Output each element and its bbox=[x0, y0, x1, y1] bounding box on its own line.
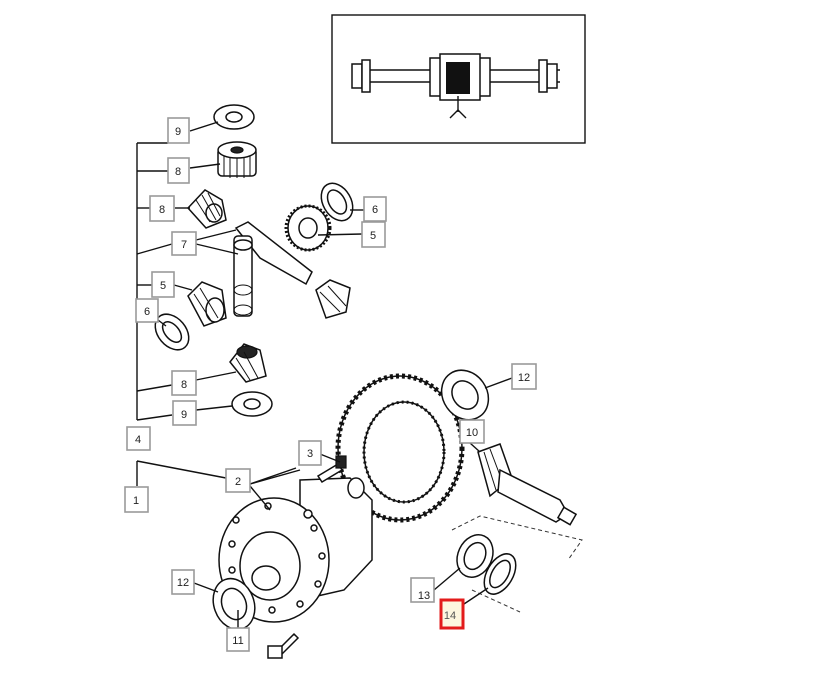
callout-11[interactable]: 11 bbox=[226, 627, 250, 652]
callout-8-top[interactable]: 8 bbox=[167, 157, 190, 184]
callout-12-upper[interactable]: 12 bbox=[511, 363, 537, 390]
pinion-gear-left-upper bbox=[186, 189, 227, 229]
callout-2-label: 2 bbox=[235, 476, 241, 488]
callout-5-lower[interactable]: 5 bbox=[151, 271, 175, 298]
callout-5-lower-label: 5 bbox=[160, 280, 166, 292]
bearing-pinion bbox=[456, 534, 494, 578]
shim-pinion bbox=[483, 553, 517, 595]
callout-12-lower[interactable]: 12 bbox=[171, 569, 195, 595]
callout-10[interactable]: 10 bbox=[459, 419, 485, 444]
left-bracket bbox=[136, 142, 168, 486]
bolt-case bbox=[316, 455, 347, 484]
callout-6-upper-label: 6 bbox=[372, 204, 378, 216]
callout-14-highlighted[interactable]: 14 bbox=[439, 598, 465, 630]
callout-14-label: 14 bbox=[444, 610, 456, 622]
bearing-upper-right bbox=[440, 369, 490, 421]
callout-7[interactable]: 7 bbox=[171, 231, 197, 256]
callout-5-upper-label: 5 bbox=[370, 230, 376, 242]
callout-13[interactable]: 13 bbox=[410, 577, 435, 603]
callout-8-lower-label: 8 bbox=[181, 379, 187, 391]
callout-2[interactable]: 2 bbox=[225, 468, 251, 493]
callout-9-bottom[interactable]: 9 bbox=[172, 400, 197, 426]
thrust-washer-top bbox=[213, 104, 255, 130]
callout-8-second[interactable]: 8 bbox=[149, 195, 175, 222]
bevel-gear-upper-right bbox=[284, 204, 332, 252]
side-gear-lower bbox=[229, 343, 267, 383]
axle-overview-inset bbox=[331, 14, 586, 144]
callout-9-top[interactable]: 9 bbox=[167, 117, 190, 144]
leader-lines bbox=[136, 121, 513, 628]
callout-3[interactable]: 3 bbox=[298, 440, 322, 466]
callout-10-label: 10 bbox=[466, 427, 478, 439]
callout-11-label: 11 bbox=[232, 635, 243, 647]
callout-8-lower[interactable]: 8 bbox=[171, 370, 197, 396]
callout-9-top-label: 9 bbox=[175, 126, 181, 138]
callout-12-lower-label: 12 bbox=[177, 577, 189, 589]
callout-12-upper-label: 12 bbox=[518, 372, 530, 384]
callout-6-upper[interactable]: 6 bbox=[363, 196, 387, 222]
callout-6-lower[interactable]: 6 bbox=[135, 298, 159, 323]
callout-7-label: 7 bbox=[181, 239, 187, 251]
callout-8-top-label: 8 bbox=[175, 166, 181, 178]
callout-4[interactable]: 4 bbox=[126, 426, 151, 451]
thrust-washer-lower-left bbox=[154, 313, 190, 351]
callout-1[interactable]: 1 bbox=[124, 486, 149, 513]
callout-9-bottom-label: 9 bbox=[181, 409, 187, 421]
callout-13-label: 13 bbox=[418, 590, 430, 602]
callout-5-upper[interactable]: 5 bbox=[361, 221, 386, 248]
callout-6-lower-label: 6 bbox=[144, 306, 150, 318]
thrust-washer-bottom bbox=[231, 391, 273, 417]
crown-wheel bbox=[335, 373, 465, 523]
pinion-gear-right bbox=[315, 279, 351, 319]
bolt-lower bbox=[267, 632, 300, 659]
cross-shaft bbox=[233, 221, 313, 317]
side-gear-top bbox=[217, 141, 257, 178]
callout-1-label: 1 bbox=[133, 495, 139, 507]
thrust-washer-upper-right bbox=[320, 182, 354, 222]
callout-8-second-label: 8 bbox=[159, 204, 165, 216]
callout-3-label: 3 bbox=[307, 448, 313, 460]
callout-4-label: 4 bbox=[135, 434, 141, 446]
bearing-lower-left bbox=[212, 577, 256, 631]
drive-pinion bbox=[477, 443, 578, 526]
bevel-gear-lower-left bbox=[187, 281, 227, 327]
